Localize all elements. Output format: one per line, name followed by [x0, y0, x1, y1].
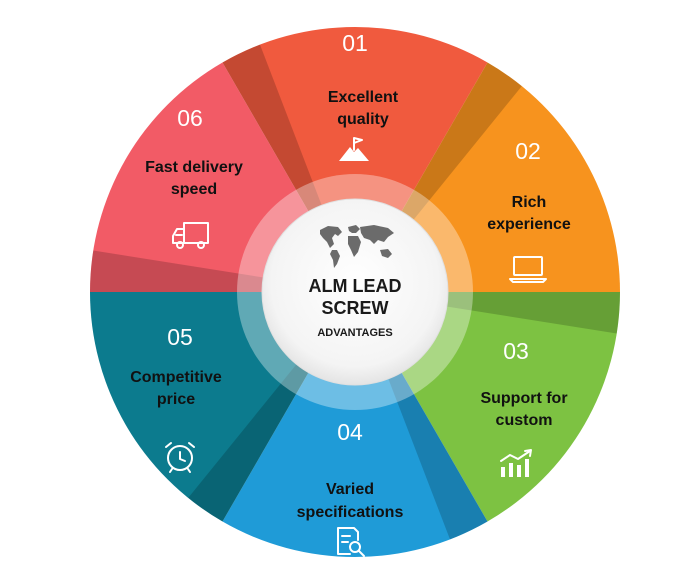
segment-04-number: 04: [337, 419, 363, 445]
center-title-line2: SCREW: [322, 298, 389, 318]
document-search-icon: [337, 527, 365, 557]
segment-01-number: 01: [342, 30, 368, 56]
segment-02-label-line1: Rich: [512, 194, 547, 211]
segment-06-label-line1: Fast delivery: [145, 159, 243, 176]
segment-01-label-line1: Excellent: [328, 89, 399, 106]
segment-03-number: 03: [503, 338, 529, 364]
alarm-clock-icon: [165, 442, 195, 473]
segment-05-label-line2: price: [157, 391, 195, 408]
segment-04-label-line1: Varied: [326, 481, 374, 498]
mountain-flag-icon: [339, 137, 369, 161]
segment-03-label-line1: Support for: [480, 390, 567, 407]
segment-06-number: 06: [177, 105, 203, 131]
world-map-icon: [320, 225, 394, 268]
center-subtitle: ADVANTAGES: [317, 327, 392, 339]
delivery-truck-icon: [172, 222, 209, 249]
laptop-icon: [509, 256, 547, 283]
segment-02-number: 02: [515, 138, 541, 164]
segment-05-label-line1: Competitive: [130, 369, 222, 386]
segment-03-label-line2: custom: [496, 412, 553, 429]
segment-02-label-line2: experience: [487, 216, 571, 233]
center-title-line1: ALM LEAD: [309, 276, 402, 296]
segment-01-label-line2: quality: [337, 111, 389, 128]
bar-chart-icon: [500, 449, 532, 477]
segment-06-label-line2: speed: [171, 181, 217, 198]
segment-04: [222, 292, 488, 558]
center-disc: [261, 198, 449, 386]
segment-04-label-line2: specifications: [297, 504, 404, 521]
segment-05-number: 05: [167, 324, 193, 350]
